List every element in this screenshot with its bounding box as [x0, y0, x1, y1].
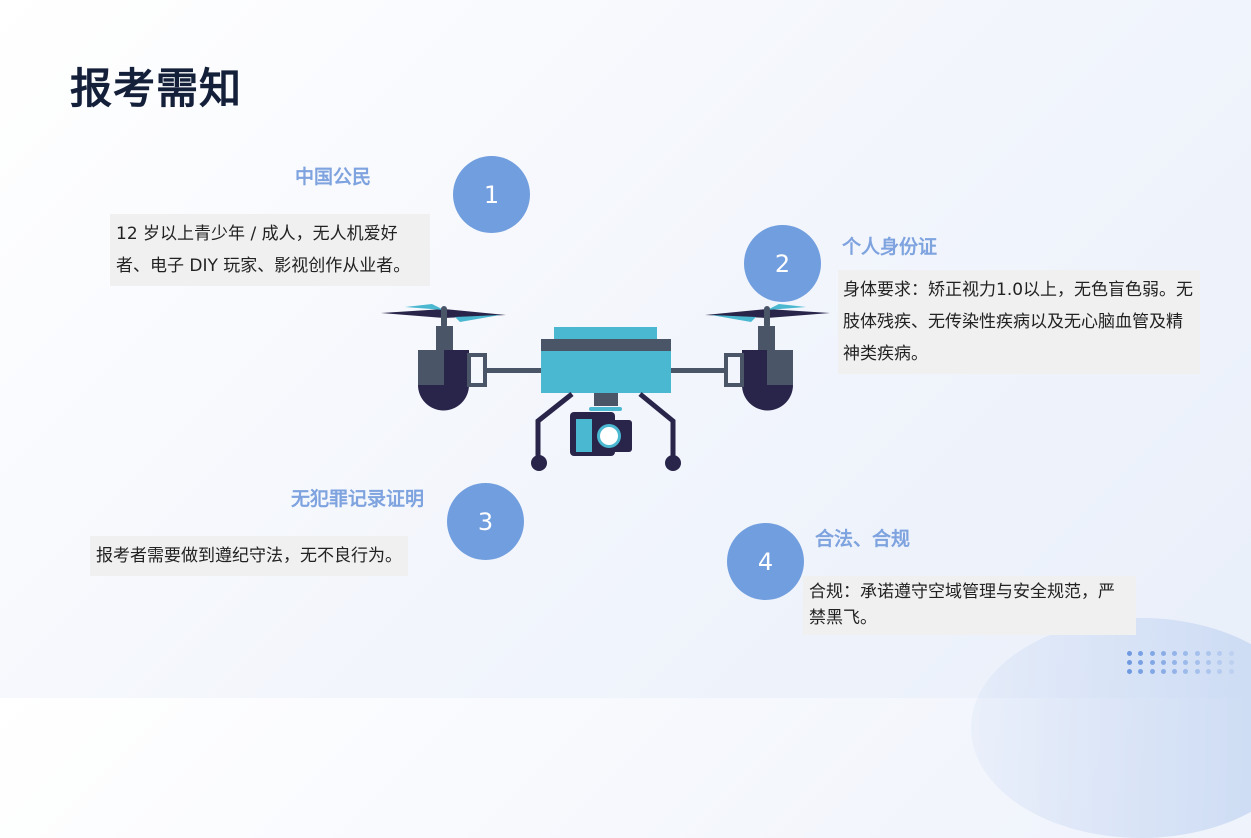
decorative-dot [1217, 669, 1223, 674]
decorative-dot [1183, 669, 1189, 674]
drone-left-rotor [381, 304, 541, 411]
decorative-dot [1127, 669, 1132, 674]
page-title: 报考需知 [70, 64, 243, 113]
item-4-number: 4 [727, 523, 804, 600]
item-4-heading: 合法、合规 [815, 528, 911, 550]
decorative-dot [1149, 669, 1155, 674]
item-3-number: 3 [447, 483, 524, 560]
decorative-dot [1138, 660, 1144, 665]
item-2-text: 身体要求：矫正视力1.0以上，无色盲色弱。无肢体残疾、无传染性疾病以及无心脑血管… [838, 270, 1200, 374]
decorative-dot [1217, 651, 1223, 656]
decorative-dot [1194, 669, 1200, 674]
decorative-dot [1127, 651, 1132, 656]
decorative-dot [1183, 651, 1189, 656]
decorative-dot [1160, 669, 1166, 674]
decorative-dot [1206, 660, 1212, 665]
decorative-dot [1138, 669, 1144, 674]
item-1-heading: 中国公民 [295, 166, 372, 188]
item-2-heading: 个人身份证 [842, 236, 938, 258]
decorative-dot [1172, 651, 1178, 656]
decorative-dot [1160, 651, 1166, 656]
decorative-dot [1183, 660, 1189, 665]
decorative-dot [1194, 660, 1200, 665]
decorative-dot [1206, 651, 1212, 656]
item-3-text: 报考者需要做到遵纪守法，无不良行为。 [90, 536, 408, 576]
decorative-dot [1138, 651, 1144, 656]
decorative-dot [1149, 651, 1155, 656]
camera-icon [570, 412, 632, 456]
decorative-dot [1172, 660, 1178, 665]
drone-right-rotor [670, 304, 830, 411]
decorative-dot [1160, 660, 1166, 665]
item-2-number: 2 [744, 225, 821, 302]
item-1-text: 12 岁以上青少年 / 成人，无人机爱好者、电子 DIY 玩家、影视创作从业者。 [110, 214, 430, 286]
drone-body [531, 327, 681, 471]
item-3-heading: 无犯罪记录证明 [291, 488, 425, 510]
decorative-dot [1149, 660, 1155, 665]
decorative-dot [1127, 660, 1132, 665]
drone-illustration [381, 304, 830, 471]
decorative-dot [1194, 651, 1200, 656]
decorative-dot [1206, 669, 1212, 674]
decorative-dot [1228, 669, 1234, 674]
decorative-dot [1228, 651, 1234, 656]
decorative-dot [1228, 660, 1234, 665]
item-4-text: 合规：承诺遵守空域管理与安全规范，严禁黑飞。 [803, 576, 1136, 635]
decorative-dot [1172, 669, 1178, 674]
dot-grid-decoration [1127, 651, 1240, 674]
decorative-dot [1217, 660, 1223, 665]
item-1-number: 1 [453, 156, 530, 233]
